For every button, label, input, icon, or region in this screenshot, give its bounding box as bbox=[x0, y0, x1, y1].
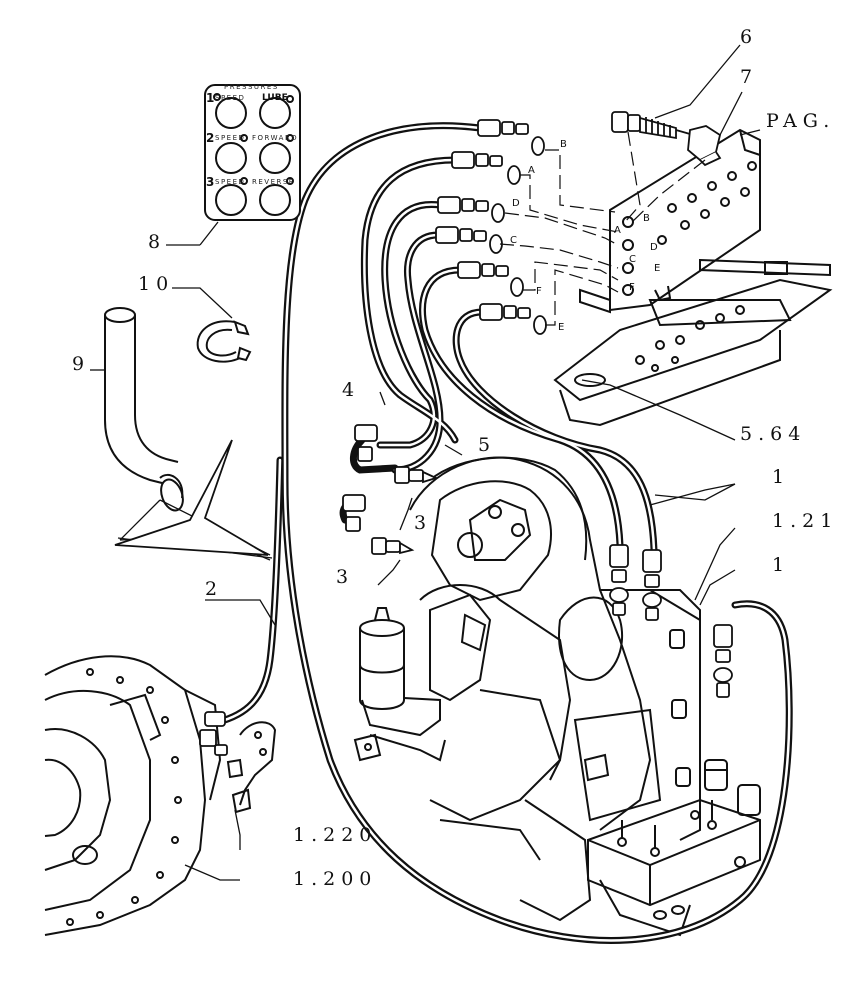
block-port-label: D bbox=[650, 242, 658, 253]
callout-1-upper: 1 bbox=[772, 466, 791, 488]
hose-port-label: A bbox=[528, 165, 535, 176]
pressures-row-3-right: REVERSE bbox=[252, 178, 295, 186]
pressures-row-2-right: FORWARD bbox=[252, 134, 299, 142]
valve-block-drawing bbox=[588, 760, 760, 935]
hose-port-label: D bbox=[512, 198, 520, 209]
callout-3-upper: 3 bbox=[414, 512, 433, 534]
callout-1-220: 1.220 bbox=[293, 824, 378, 846]
callout-1-200: 1.200 bbox=[293, 868, 378, 890]
pressures-row-1-right: LUBE bbox=[262, 93, 288, 103]
callout-9: 9 bbox=[72, 353, 91, 375]
hose-port-label: E bbox=[558, 322, 565, 333]
hose-port-label: B bbox=[560, 139, 567, 150]
callout-leader-lines bbox=[90, 45, 760, 880]
pressures-title: PRESSURES bbox=[224, 83, 279, 91]
callout-pag: PAG. bbox=[766, 110, 836, 132]
callout-6: 6 bbox=[740, 26, 759, 48]
callout-1-lower: 1 bbox=[772, 554, 791, 576]
hose-bundle bbox=[218, 126, 789, 941]
callout-10: 10 bbox=[138, 273, 175, 295]
lower-fittings bbox=[200, 425, 732, 755]
pressures-row-1-left: SPEED bbox=[215, 94, 246, 102]
hose-port-label: F bbox=[536, 286, 542, 297]
pressures-row-2-number: 2 bbox=[206, 131, 215, 145]
axle-hub-drawing bbox=[45, 656, 220, 935]
transmission-housing-drawing bbox=[410, 457, 700, 920]
block-port-label: A bbox=[614, 225, 621, 236]
clamp-part-10 bbox=[198, 321, 250, 361]
hose-port-label: C bbox=[510, 235, 517, 246]
callout-7: 7 bbox=[740, 66, 759, 88]
block-port-label: C bbox=[629, 254, 636, 265]
block-port-label: B bbox=[643, 213, 650, 224]
dashed-port-lines bbox=[500, 132, 705, 325]
callout-1-21: 1.21 bbox=[772, 510, 839, 532]
bracket-fitting bbox=[228, 722, 275, 812]
hose-part-9 bbox=[105, 308, 187, 513]
callout-8: 8 bbox=[148, 231, 167, 253]
pressures-row-3-number: 3 bbox=[206, 175, 215, 189]
block-port-label: F bbox=[629, 282, 635, 293]
callout-4: 4 bbox=[342, 379, 361, 401]
oil-filter-drawing bbox=[355, 608, 445, 760]
fitting-6-and-plug-7 bbox=[612, 112, 720, 165]
pressures-row-1-number: 1 bbox=[206, 91, 215, 105]
hose-bundle-inner bbox=[218, 126, 789, 941]
pressures-label-plate bbox=[205, 85, 300, 220]
hose-end-fittings bbox=[436, 120, 546, 334]
arrow-wedge bbox=[115, 440, 268, 555]
pressure-test-plugs bbox=[372, 467, 436, 554]
callout-5: 5 bbox=[478, 434, 497, 456]
pressures-row-2-left: SPEED bbox=[215, 134, 246, 142]
callout-5-64: 5.64 bbox=[740, 423, 807, 445]
callout-2: 2 bbox=[205, 578, 224, 600]
callout-3-lower: 3 bbox=[336, 566, 355, 588]
mounting-plate-drawing bbox=[555, 130, 830, 425]
pressures-row-3-left: SPEED bbox=[215, 178, 246, 186]
block-port-label: E bbox=[654, 263, 661, 274]
